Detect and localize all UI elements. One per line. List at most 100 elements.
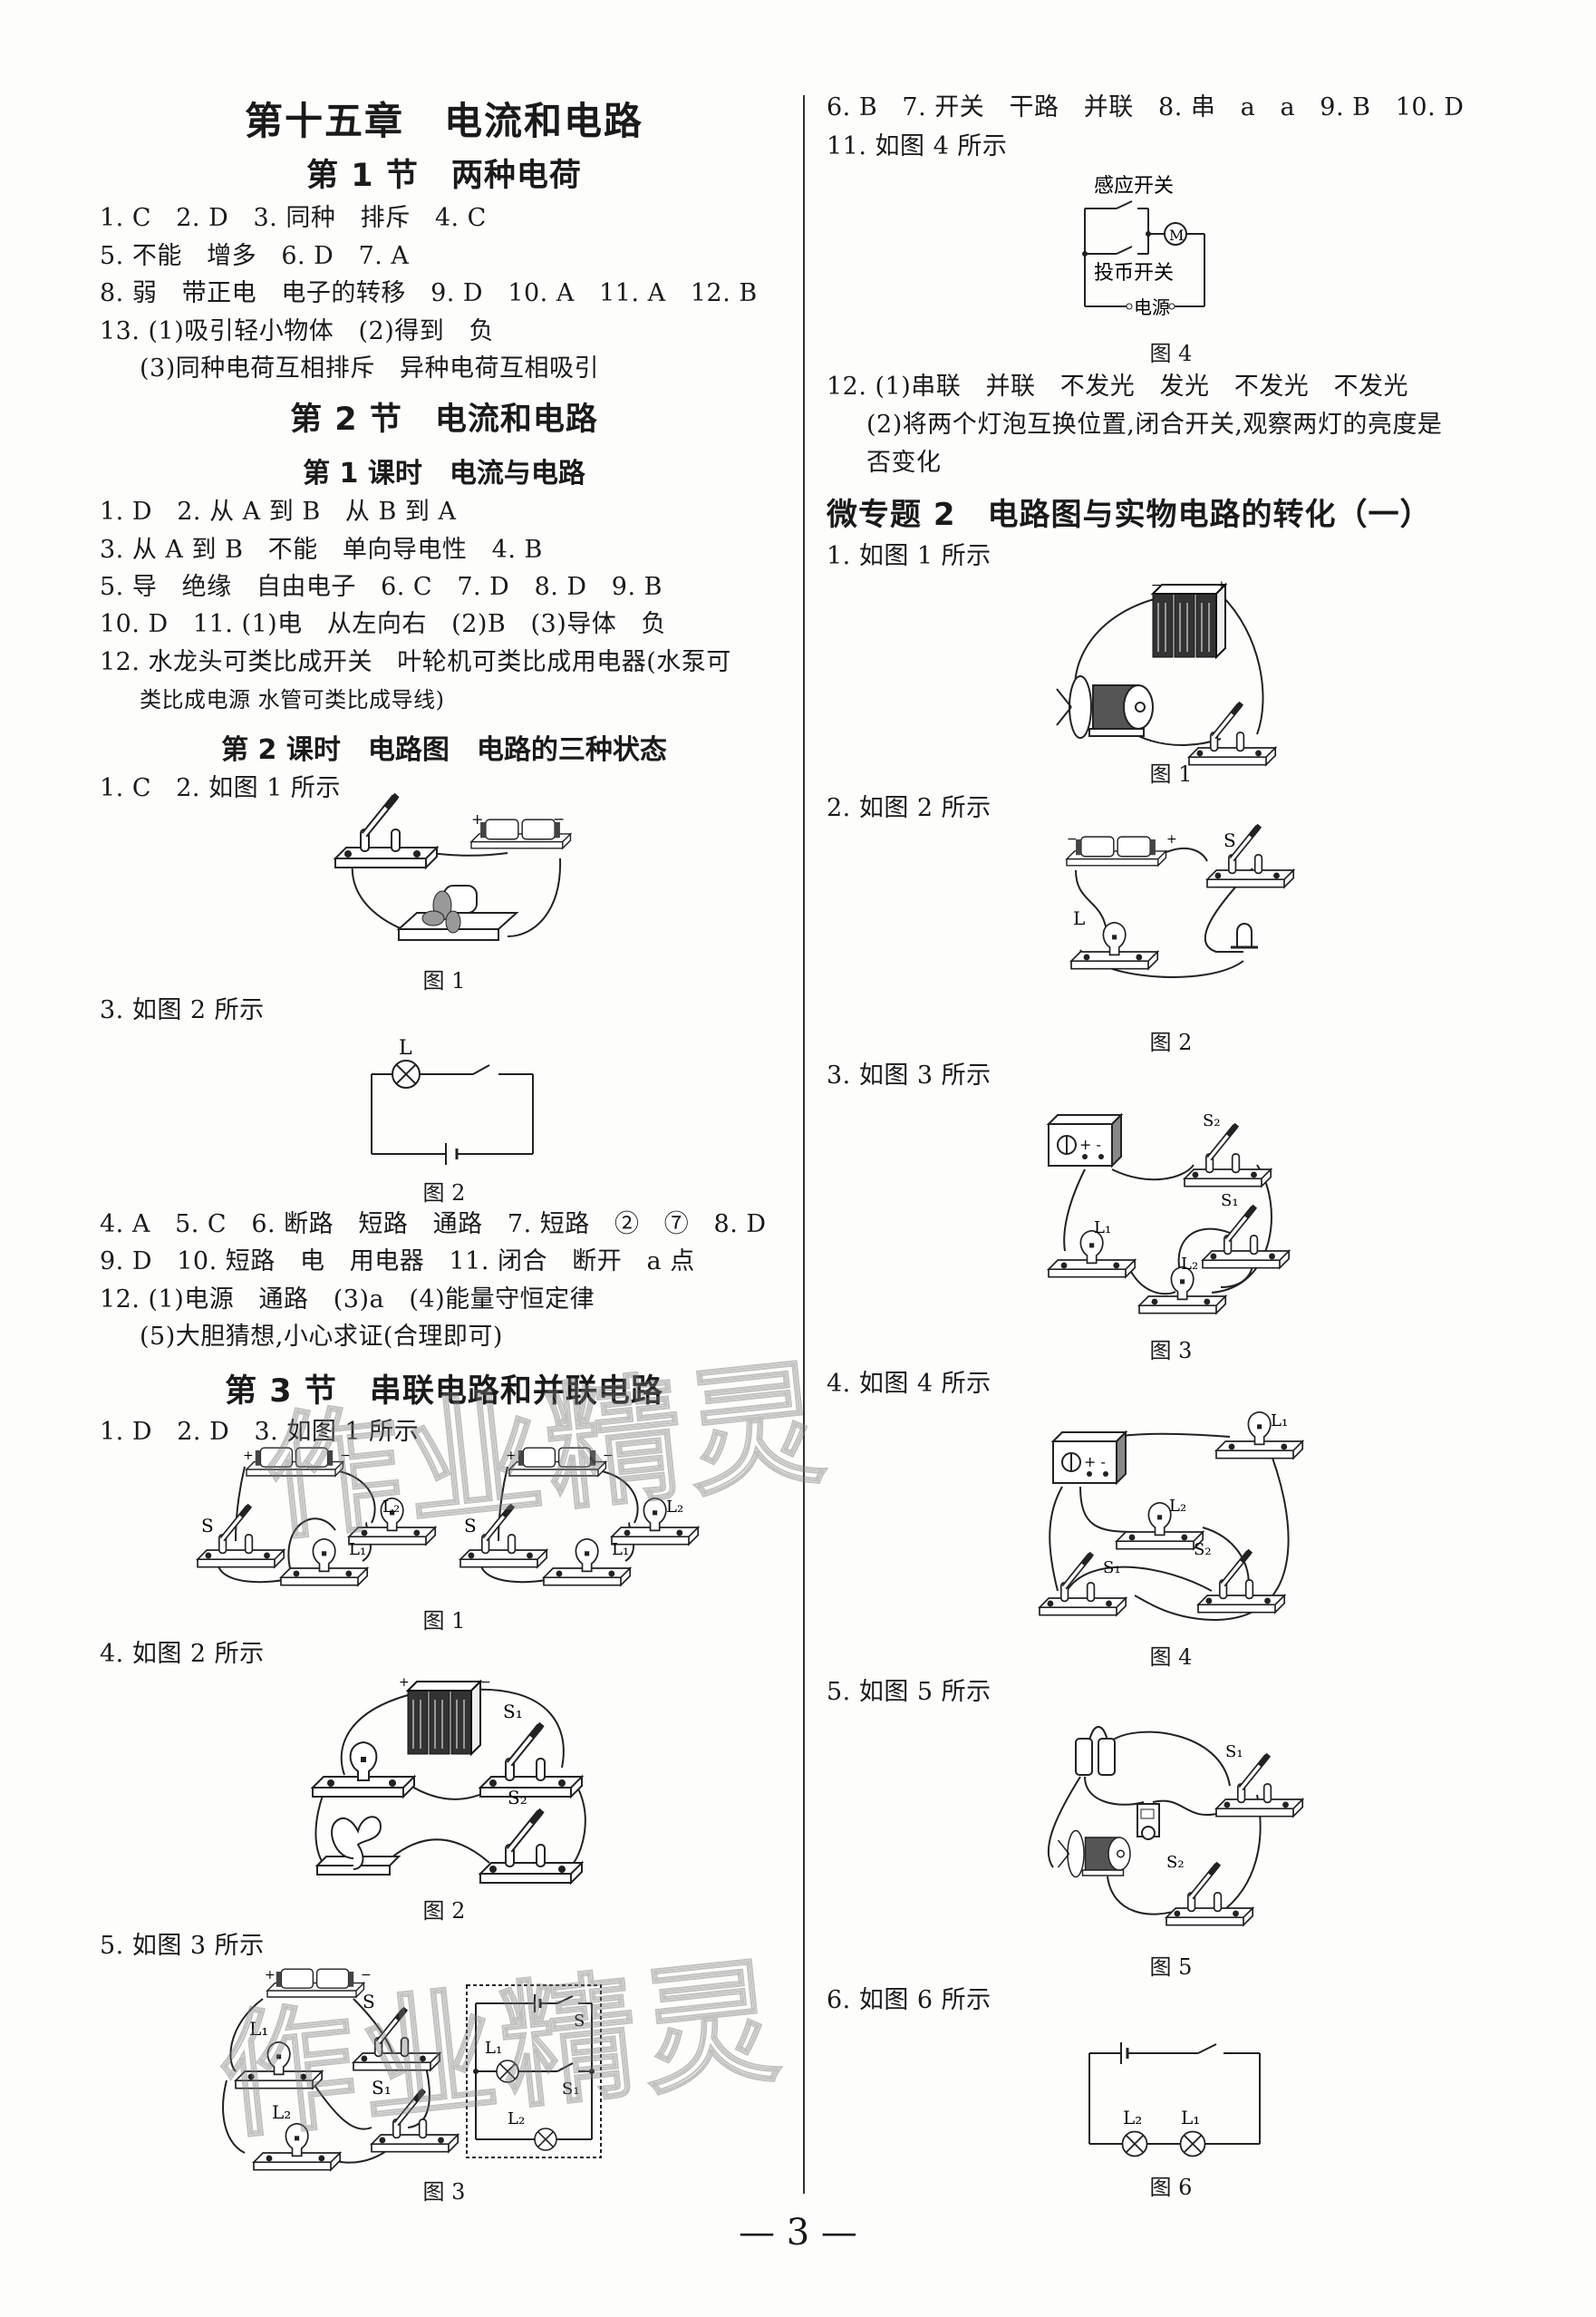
answer-line: 1. 如图 1 所示	[827, 542, 991, 570]
figure-caption: 图 4	[1149, 341, 1193, 366]
svg-text:−: −	[361, 1968, 372, 1983]
page-number: — 3 —	[739, 2212, 857, 2254]
figure-caption: 图 3	[422, 2179, 466, 2205]
figure-circuit-fan: +−	[335, 810, 572, 956]
svg-text:−: −	[340, 1449, 351, 1463]
section-1-title: 第 1 节 两种电荷	[306, 158, 582, 194]
svg-text:−: −	[480, 1675, 491, 1690]
answer-line: 4. 如图 4 所示	[827, 1370, 991, 1398]
svg-text:电源: 电源	[1134, 296, 1170, 318]
figure-motor-bell-circuit: S₁ S₂	[1040, 1722, 1275, 1931]
answer-line: 11. 如图 4 所示	[827, 132, 1008, 160]
figure-psu-two-lamps: S₂ S₁ L₁ L₂	[1048, 1111, 1284, 1314]
svg-text:L₂: L₂	[382, 1498, 400, 1517]
section-3-title: 第 3 节 串联电路和并联电路	[225, 1373, 663, 1410]
answer-line: 5. 不能 增多 6. D 7. A	[100, 242, 410, 270]
column-divider	[803, 95, 805, 2194]
svg-text:投币开关: 投币开关	[1094, 262, 1174, 285]
svg-text:S: S	[363, 1991, 375, 2012]
svg-text:+: +	[1166, 832, 1177, 847]
answer-line: 5. 导 绝缘 自由电子 6. C 7. D 8. D 9. B	[100, 573, 663, 601]
svg-text:L₁: L₁	[1271, 1411, 1288, 1430]
svg-text:S₂: S₂	[1194, 1540, 1212, 1559]
svg-text:S₁: S₁	[562, 2079, 580, 2099]
figure-coin-machine-circuit: 感应开关 M 投币开关 电源	[1076, 172, 1275, 318]
svg-text:L₂: L₂	[272, 2101, 291, 2123]
figure-caption: 图 6	[1149, 2175, 1193, 2200]
figure-parallel-fan: + − S₁ S₂	[308, 1675, 607, 1886]
figure-caption: 图 3	[1149, 1338, 1193, 1363]
svg-text:L₂: L₂	[1123, 2107, 1142, 2128]
svg-text:L₂: L₂	[1181, 1255, 1198, 1274]
svg-text:L₁: L₁	[1181, 2107, 1200, 2128]
figure-caption: 图 1	[422, 1608, 466, 1634]
svg-text:S₁: S₁	[503, 1701, 523, 1722]
svg-text:L₂: L₂	[666, 1498, 683, 1517]
svg-text:−: −	[603, 1449, 614, 1463]
svg-text:S₁: S₁	[1103, 1558, 1121, 1577]
answer-line: 1. C 2. 如图 1 所示	[100, 774, 341, 802]
section-2-title: 第 2 节 电流和电路	[290, 402, 598, 438]
svg-text:+: +	[399, 1675, 410, 1690]
svg-text:S₂: S₂	[1203, 1111, 1221, 1130]
svg-text:L₁: L₁	[485, 2039, 502, 2058]
svg-text:感应开关: 感应开关	[1094, 175, 1174, 198]
figure-caption: 图 1	[422, 968, 466, 994]
answer-line: (5)大胆猜想,小心求证(合理即可)	[140, 1323, 503, 1351]
svg-text:L₂: L₂	[1169, 1497, 1186, 1516]
svg-text:−: −	[553, 810, 565, 828]
svg-text:L₁: L₁	[1094, 1218, 1111, 1237]
answer-line: 类比成电源 水管可类比成导线)	[140, 687, 445, 713]
svg-text:S: S	[1224, 829, 1236, 851]
svg-text:L₂: L₂	[508, 2109, 525, 2128]
figure-caption: 图 1	[1149, 761, 1193, 787]
answer-line: 5. 如图 3 所示	[100, 1932, 265, 1960]
answer-line: (2)将两个灯泡互换位置,闭合开关,观察两灯的亮度是	[866, 411, 1443, 439]
svg-text:S: S	[574, 2012, 585, 2031]
answer-line: 3. 如图 2 所示	[100, 996, 265, 1024]
svg-text:+: +	[471, 810, 483, 828]
answer-line: 13. (1)吸引轻小物体 (2)得到 负	[100, 317, 495, 345]
micro-topic-title: 微专题 2 电路图与实物电路的转化（一）	[827, 497, 1432, 533]
svg-text:−: −	[1067, 832, 1078, 847]
figure-led-circuit: −+ S L	[1062, 834, 1280, 988]
answer-line: 3. 如图 3 所示	[827, 1062, 991, 1090]
figure-caption: 图 4	[1149, 1644, 1193, 1670]
answer-line: 1. D 2. 从 A 到 B 从 B 到 A	[100, 498, 457, 526]
figure-caption: 图 5	[1149, 1954, 1193, 1980]
svg-text:+: +	[243, 1449, 254, 1463]
svg-text:+: +	[506, 1449, 517, 1463]
figure-series-lamps-diagram: L₂ L₁	[1080, 2035, 1271, 2162]
svg-text:L₁: L₁	[349, 1540, 366, 1559]
svg-text:S₁: S₁	[1225, 1742, 1243, 1761]
svg-text:+: +	[265, 1968, 276, 1983]
answer-line: 4. 如图 2 所示	[100, 1640, 265, 1668]
svg-text:L: L	[399, 1037, 412, 1060]
figure-parallel-two-lamps: + − L₁ S S₁ L₂ S L₁ S₁	[218, 1968, 671, 2171]
figure-motor-circuit: −+	[1053, 578, 1289, 761]
figure-caption: 图 2	[422, 1180, 466, 1206]
figure-caption: 图 2	[1149, 1030, 1193, 1055]
svg-text:S₁: S₁	[372, 2077, 392, 2099]
answer-line: 4. A 5. C 6. 断路 短路 通路 7. 短路 ② ⑦ 8. D	[100, 1210, 767, 1238]
answer-line: 12. (1)电源 通路 (3)a (4)能量守恒定律	[100, 1285, 595, 1314]
answer-line: 1. C 2. D 3. 同种 排斥 4. C	[100, 204, 487, 232]
svg-text:S₂: S₂	[508, 1787, 527, 1808]
answer-line: 否变化	[866, 449, 942, 477]
answer-line: (3)同种电荷互相排斥 异种电荷互相吸引	[140, 354, 599, 383]
svg-text:+: +	[1216, 578, 1227, 593]
svg-text:S: S	[201, 1515, 214, 1537]
answer-line: 6. 如图 6 所示	[827, 1986, 991, 2014]
figure-psu-lamps-switches: L₁ L₂ S₁ S₂	[1035, 1410, 1298, 1636]
answer-line: 3. 从 A 到 B 不能 单向导电性 4. B	[100, 536, 543, 564]
lesson-1-title: 第 1 课时 电流与电路	[303, 458, 585, 490]
answer-line: 10. D 11. (1)电 从左向右 (2)B (3)导体 负	[100, 610, 667, 638]
answer-line: 2. 如图 2 所示	[827, 794, 991, 822]
figure-caption: 图 2	[422, 1898, 466, 1924]
svg-text:M: M	[1169, 227, 1184, 244]
svg-text:L₁: L₁	[612, 1540, 629, 1559]
answer-line: 6. B 7. 开关 干路 并联 8. 串 a a 9. B 10. D	[827, 93, 1465, 121]
svg-text:L₁: L₁	[249, 2018, 268, 2040]
answer-line: 5. 如图 5 所示	[827, 1678, 991, 1706]
answer-line: 12. (1)串联 并联 不发光 发光 不发光 不发光	[827, 373, 1409, 401]
